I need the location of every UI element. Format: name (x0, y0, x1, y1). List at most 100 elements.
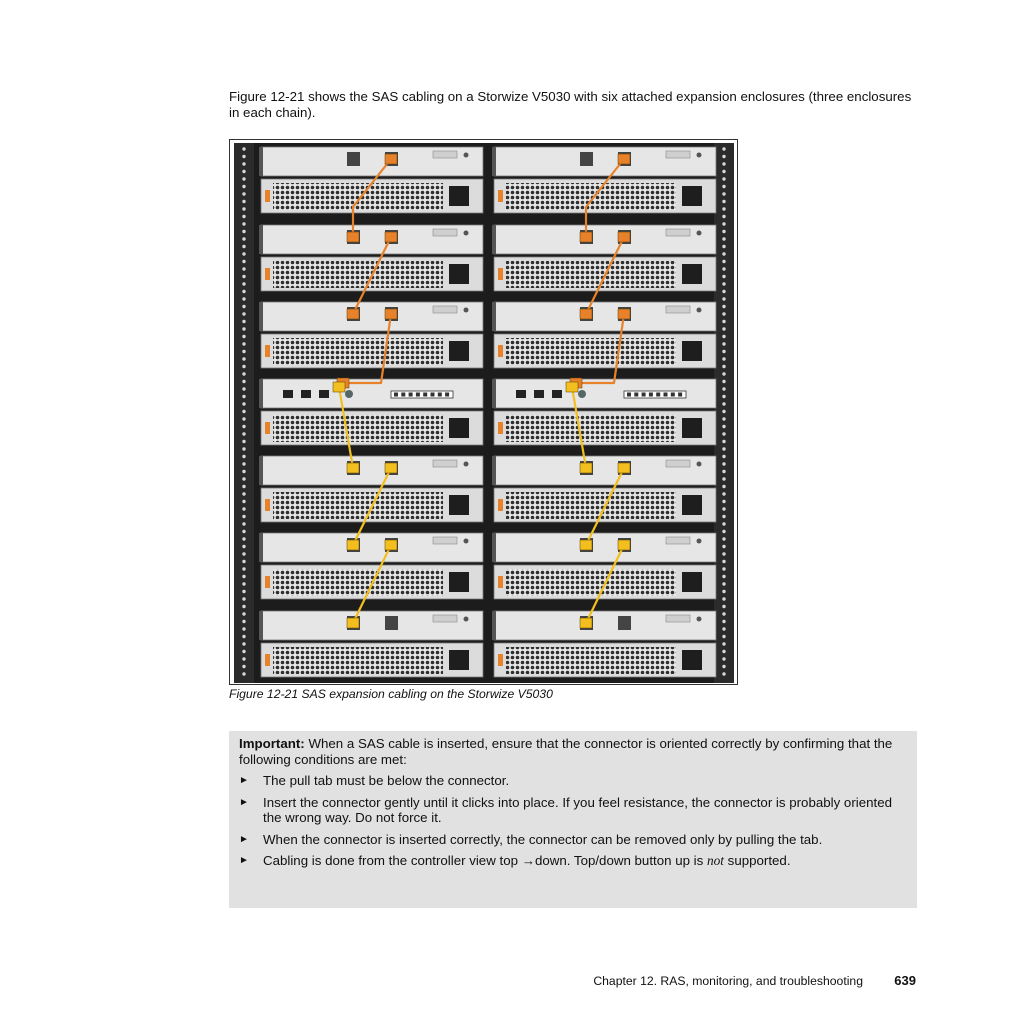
sas-plug (384, 153, 398, 165)
canister-latch (259, 533, 263, 562)
rail-hole (242, 372, 246, 376)
psu-grille (506, 492, 676, 519)
rail-hole (722, 184, 726, 189)
psu-grille (273, 338, 443, 365)
sas-cable (352, 467, 392, 546)
sas-pin (423, 392, 428, 397)
rail-hole (722, 492, 726, 496)
psu-grille (506, 183, 676, 210)
rail-hole (722, 364, 726, 369)
psu-grille (273, 647, 443, 674)
status-button (345, 390, 353, 398)
sas-pin (430, 392, 435, 397)
rail-hole (722, 447, 726, 451)
rail-hole (242, 529, 246, 534)
sas-plug (579, 231, 593, 243)
led (463, 616, 469, 622)
psu-handle (265, 654, 270, 666)
indicator-panel (432, 459, 458, 468)
arrow-icon: → (521, 853, 535, 868)
sas-plug (332, 381, 346, 393)
rail-hole (722, 394, 726, 399)
psu-handle (265, 268, 270, 280)
canister-latch (259, 225, 263, 254)
indicator-panel (665, 228, 691, 237)
rail-hole (722, 177, 726, 181)
important-note: Important: When a SAS cable is inserted,… (229, 731, 917, 908)
sas-cable (585, 467, 625, 546)
rail-hole (722, 627, 726, 631)
rail-hole (722, 642, 726, 646)
rail-hole (242, 342, 246, 346)
rail-hole (242, 207, 246, 211)
led (463, 230, 469, 236)
led (463, 152, 469, 158)
rail-hole (722, 582, 726, 586)
rail-hole (242, 432, 246, 436)
rail-hole (242, 297, 246, 301)
sas-pin (670, 392, 675, 397)
rail-hole (722, 439, 726, 444)
rail-hole (242, 379, 246, 384)
led (463, 307, 469, 313)
rail-hole (242, 364, 246, 369)
indicator-panel (665, 305, 691, 314)
rail-hole (722, 552, 726, 556)
rail-hole (722, 417, 726, 421)
psu-grille (273, 183, 443, 210)
sas-plug (346, 308, 360, 320)
rail-hole (242, 222, 246, 226)
power-inlet (682, 186, 702, 206)
indicator-panel (432, 536, 458, 545)
rail-hole (722, 657, 726, 661)
power-inlet (682, 264, 702, 284)
rail-hole (242, 177, 246, 181)
rail-hole (242, 244, 246, 249)
indicator-panel (432, 305, 458, 314)
rail-hole (242, 237, 246, 241)
led (696, 538, 702, 544)
rail-hole (722, 379, 726, 384)
rail-hole (242, 199, 246, 204)
power-inlet (449, 341, 469, 361)
psu-grille (273, 261, 443, 288)
rail-hole (242, 552, 246, 556)
psu-grille (506, 338, 676, 365)
sas-pin (634, 392, 639, 397)
rail-hole (722, 567, 726, 571)
rail-hole (242, 657, 246, 661)
psu-grille (273, 569, 443, 596)
canister-latch (492, 456, 496, 485)
indicator-panel (665, 614, 691, 623)
rail-hole (242, 357, 246, 361)
power-inlet (682, 572, 702, 592)
rail-hole (722, 312, 726, 316)
rail-hole (242, 597, 246, 601)
psu-grille (273, 492, 443, 519)
bullet-icon: ► (239, 775, 249, 786)
power-inlet (682, 650, 702, 670)
canister-latch (259, 147, 263, 176)
sas-cable (570, 386, 588, 469)
rail-hole (242, 574, 246, 579)
rail-hole (242, 544, 246, 549)
rail-hole (722, 522, 726, 526)
rail-hole (722, 499, 726, 504)
rail-hole (242, 589, 246, 594)
rail-hole (722, 357, 726, 361)
led (696, 230, 702, 236)
rail-hole (722, 274, 726, 279)
sas-cable (584, 158, 625, 237)
rail-hole (242, 184, 246, 189)
rail-hole (722, 574, 726, 579)
sas-plug (384, 231, 398, 243)
psu-grille (506, 569, 676, 596)
psu-grille (506, 415, 676, 442)
psu-handle (498, 345, 503, 357)
rail-hole (722, 252, 726, 256)
power-inlet (449, 264, 469, 284)
rail-hole (722, 477, 726, 481)
ethernet-port (283, 390, 293, 398)
rail-hole (242, 327, 246, 331)
psu-handle (498, 422, 503, 434)
